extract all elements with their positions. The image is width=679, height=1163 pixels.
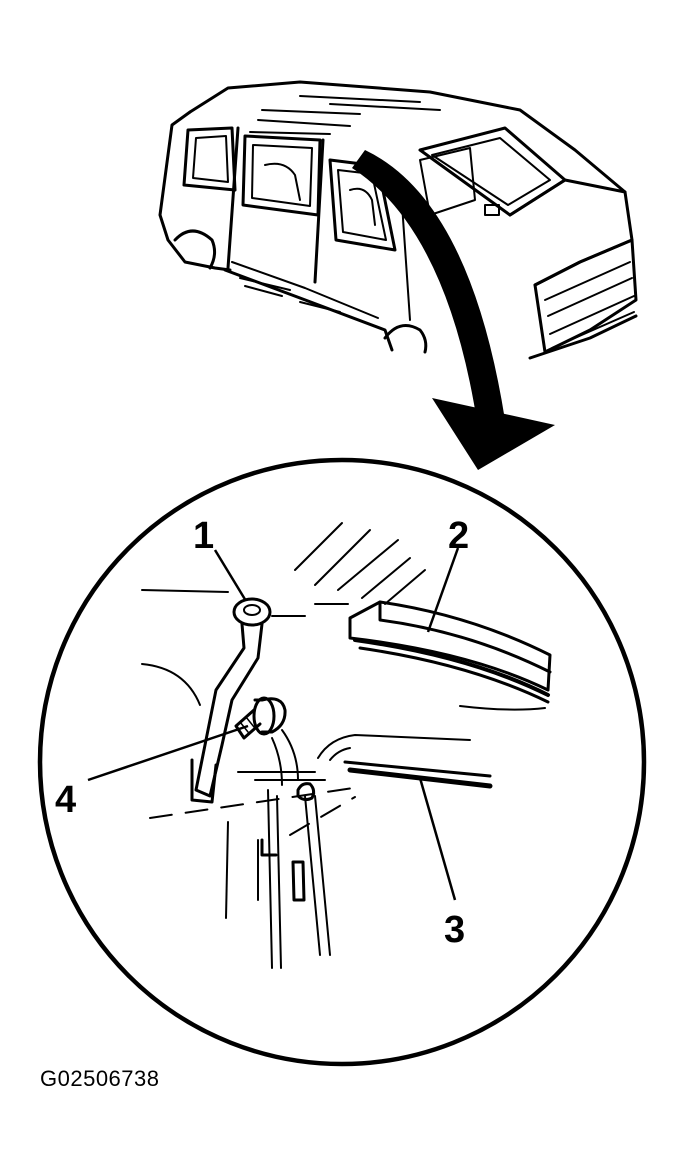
detail-illustration [141,522,552,969]
lower-track [343,760,493,789]
leader-2 [426,547,460,633]
door-pillar [225,789,331,969]
upper-track-body [348,600,552,692]
roof-rack [249,95,441,135]
mirror [484,204,500,216]
front-grille [533,238,638,354]
van-sill [231,261,379,319]
upper-track-channel-2 [358,646,550,704]
middle-window-inner [251,144,313,207]
alignment-marks [237,771,326,781]
rear-window-inner [192,135,229,183]
door-edge [313,138,325,284]
upper-track-channel [353,638,550,697]
leader-1 [213,549,248,602]
van-roof-outline [188,80,627,194]
leader-3 [418,777,457,901]
side-trim [239,277,341,313]
callout-3-label: 3 [444,909,465,951]
upper-track-top [378,600,552,674]
front-wheel-arch [383,324,428,354]
detail-magnifier-circle [37,457,647,1067]
bolt [234,696,287,740]
upper-track [348,600,552,711]
bolt-washer [252,696,276,736]
bolt-thread [234,708,262,740]
leader-4 [87,724,249,782]
figure-id-label: G02506738 [40,1066,160,1091]
windshield-inner [431,137,551,206]
door-edge-2 [226,126,240,270]
callout-2-label: 2 [448,515,469,557]
grille-slats [544,261,635,349]
van-illustration [158,80,638,360]
van-rear-body [158,110,232,272]
front-door-window [419,147,476,216]
seat-outline [264,162,376,226]
pointer-arrow [352,150,555,470]
lower-track-top [343,760,492,778]
roller-wheel-hub [243,604,261,616]
van-side-lower [223,268,394,352]
arrowhead [432,398,555,470]
roller-wheel [232,597,272,627]
front-bumper [528,314,638,360]
roller-bracket [190,597,272,804]
rear-wheel-arch [173,229,217,270]
bracket-arm [194,622,264,798]
body-panel-lines [141,663,471,786]
arrow-shaft [352,150,505,428]
callout-1-label: 1 [193,515,214,557]
alignment-dashes [149,786,361,836]
bracket-foot [190,758,218,804]
callout-4-label: 4 [55,779,76,821]
windshield [418,126,567,217]
pillar-block [260,838,306,902]
roof-guide-lines [141,522,426,617]
pillar-fastener [296,782,316,802]
upper-track-lower [459,705,546,711]
leader-lines [87,547,460,901]
